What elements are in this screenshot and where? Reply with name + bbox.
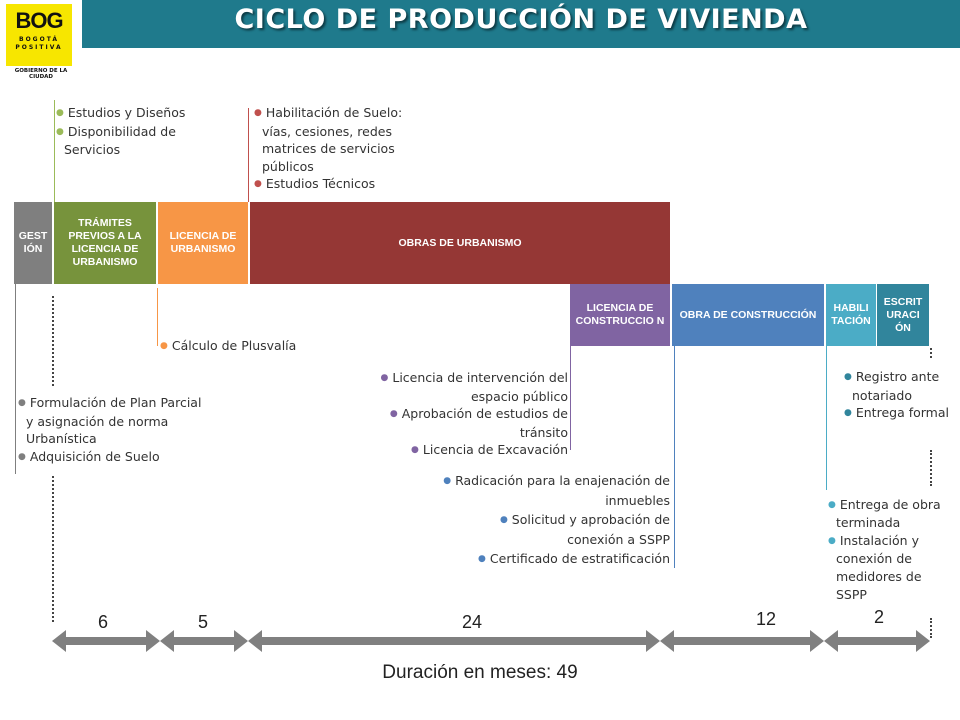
construccion-connector <box>674 346 675 568</box>
dotted-line-gestion-left <box>52 296 54 386</box>
arrow-segment-4 <box>660 630 824 652</box>
block-obra-construccion: OBRA DE CONSTRUCCIÓN <box>672 284 824 346</box>
block-tramites: TRÁMITES PREVIOS A LA LICENCIA DE URBANI… <box>54 202 156 284</box>
note-item: ●Adquisición de Suelo <box>18 448 160 464</box>
dotted-line-escrituracion-top <box>930 348 932 358</box>
note-item: ●Solicitud y aprobación de conexión a SS… <box>499 512 670 547</box>
note-item: ●Instalación y conexión de medidores de … <box>828 533 922 602</box>
arrow-segment-3 <box>248 630 660 652</box>
duration-gestion-tramites: 6 <box>98 612 109 632</box>
gestion-connector-bottom <box>15 284 16 474</box>
habilitacion-connector <box>826 346 827 490</box>
note-item: ●Certificado de estratificación <box>478 551 670 566</box>
block-escrituracion: ESCRIT URACI ÓN <box>877 284 929 346</box>
duration-habilitacion: 2 <box>874 607 885 627</box>
note-item: ●Formulación de Plan Parcial y asignació… <box>18 395 202 446</box>
logo-gov-text: GOBIERNO DE LA CIUDAD <box>14 68 68 80</box>
dotted-line-escrituracion-bottom <box>930 618 932 638</box>
logo-sub-text: BOGOTÁ POSITIVA <box>15 36 63 51</box>
block-licencia-urbanismo: LICENCIA DE URBANISMO <box>158 202 248 284</box>
note-licencias: ●Licencia de intervención del espacio pú… <box>360 369 568 460</box>
duration-arrows <box>52 630 930 652</box>
arrow-segment-1 <box>52 630 160 652</box>
dotted-line-escrituracion-mid <box>930 450 932 486</box>
duration-obras-urbanismo: 24 <box>462 612 483 632</box>
licencias-connector <box>570 346 571 450</box>
note-construccion: ●Radicación para la enajenación de inmue… <box>440 471 670 569</box>
note-item: ●Radicación para la enajenación de inmue… <box>443 473 670 508</box>
logo-main-text: BOG <box>15 8 63 33</box>
obras-connector-top <box>248 108 249 202</box>
block-habilitacion: HABILI TACIÓN <box>826 284 876 346</box>
note-item: ●Cálculo de Plusvalía <box>160 338 297 353</box>
note-item: ●Licencia de Excavación <box>411 442 568 457</box>
logo-background <box>6 4 72 66</box>
note-gestion-bottom: ●Formulación de Plan Parcial y asignació… <box>18 394 208 466</box>
page-title: CICLO DE PRODUCCIÓN DE VIVIENDA <box>234 4 808 35</box>
note-tramites-top: ●Estudios y Diseños ●Disponibilidad de S… <box>56 104 226 159</box>
note-plusvalia: ●Cálculo de Plusvalía <box>160 337 360 356</box>
note-habilitacion: ●Entrega de obra terminada ●Instalación … <box>828 496 952 604</box>
note-item: ●Licencia de intervención del espacio pú… <box>380 370 568 404</box>
note-item: ●Registro ante notariado <box>844 369 940 403</box>
note-item: ●Disponibilidad de Servicios <box>56 123 176 158</box>
plusvalia-connector <box>157 288 158 346</box>
arrow-segment-2 <box>160 630 248 652</box>
block-licencia-construccion: LICENCIA DE CONSTRUCCIO N <box>570 284 670 346</box>
note-item: ●Entrega formal <box>844 405 949 420</box>
block-gestion: GEST IÓN <box>14 202 52 284</box>
block-obras-urbanismo: OBRAS DE URBANISMO <box>250 202 670 284</box>
note-item: ●Estudios y Diseños <box>56 105 186 120</box>
duration-licencia-urbanismo: 5 <box>198 612 209 632</box>
tramites-connector-top <box>54 100 55 202</box>
note-obras-top: ●Habilitación de Suelo: vías, cesiones, … <box>254 104 434 194</box>
note-escrituracion: ●Registro ante notariado ●Entrega formal <box>844 368 954 423</box>
title-bar <box>82 0 960 48</box>
note-item: ●Aprobación de estudios de tránsito <box>389 406 568 440</box>
dotted-line-gestion-bottom <box>52 476 54 622</box>
total-duration-label: Duración en meses: 49 <box>382 662 578 683</box>
note-item: ●Entrega de obra terminada <box>828 497 941 530</box>
note-item: ●Habilitación de Suelo: vías, cesiones, … <box>254 105 403 174</box>
duration-construccion: 12 <box>756 609 777 629</box>
arrow-segment-5 <box>824 630 930 652</box>
note-item: ●Estudios Técnicos <box>254 176 376 191</box>
